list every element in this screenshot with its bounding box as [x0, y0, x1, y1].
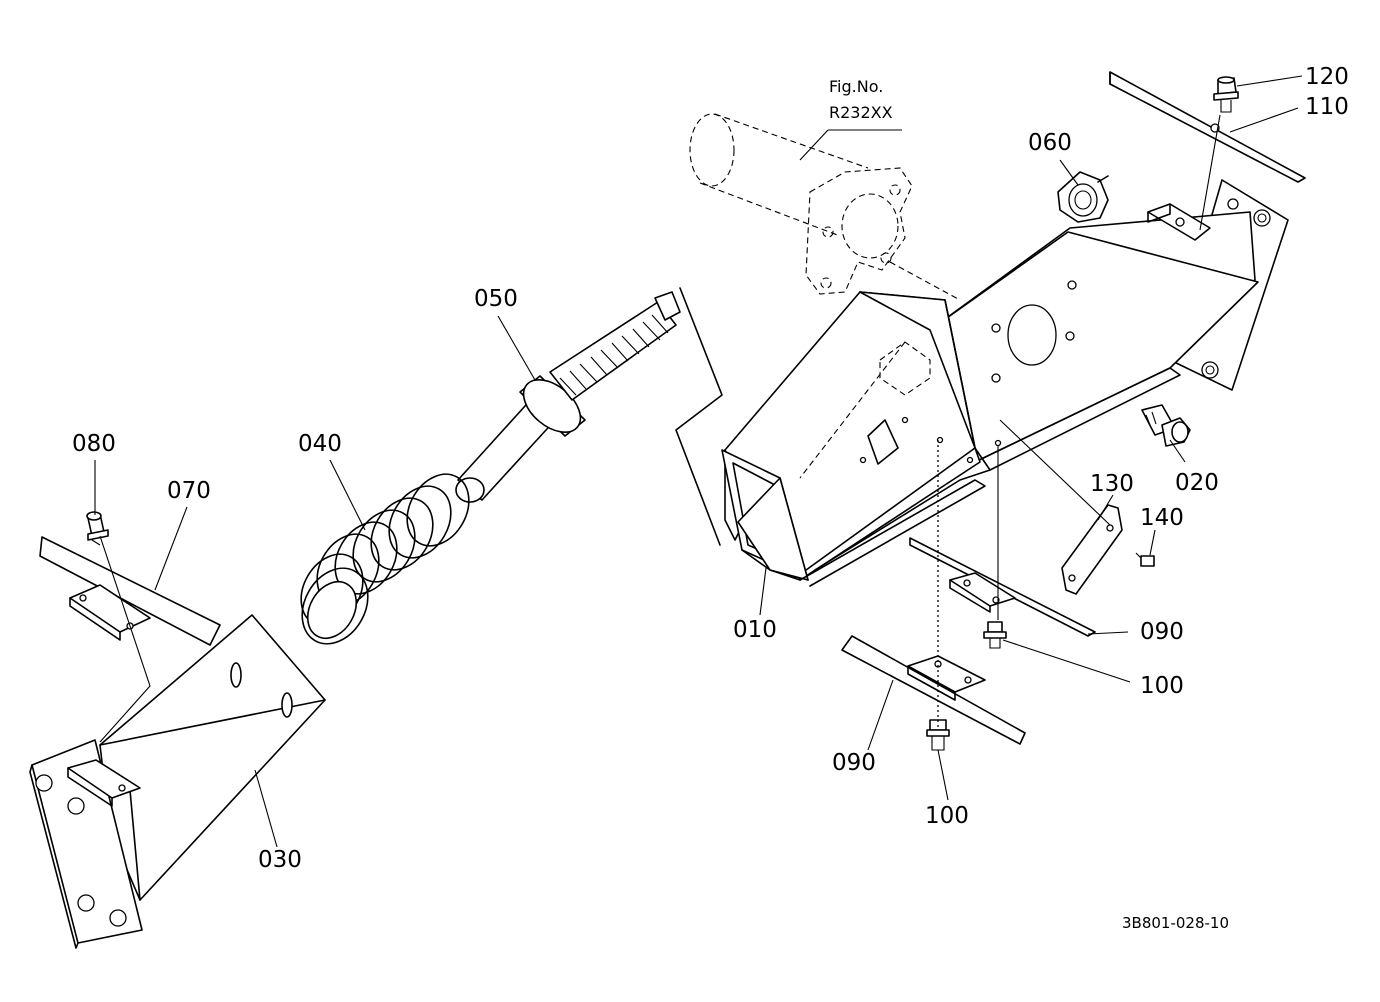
part-060-nut [1057, 171, 1109, 223]
part-050-threaded-rod [455, 287, 723, 546]
callout-080: 080 [72, 431, 116, 457]
part-020-bolt [1141, 404, 1191, 447]
callout-100-lower: 100 [925, 803, 969, 829]
callout-070: 070 [167, 478, 211, 504]
part-140-screw [1135, 552, 1155, 567]
part-030-tension-tube [29, 614, 326, 949]
figure-ref-label: Fig.No. [829, 77, 883, 96]
callout-030: 030 [258, 847, 302, 873]
part-070-plate [39, 536, 221, 646]
callout-090-upper: 090 [1140, 619, 1184, 645]
callout-060: 060 [1028, 130, 1072, 156]
alignment-lines [99, 114, 1221, 743]
part-090-upper-plate [909, 537, 1096, 637]
callout-090-lower: 090 [832, 750, 876, 776]
part-130-cover-plate [1061, 504, 1123, 595]
part-120-bolt [1213, 76, 1239, 113]
callout-010: 010 [733, 617, 777, 643]
callout-020: 020 [1175, 470, 1219, 496]
figure-ref-number: R232XX [829, 103, 893, 122]
part-100-lower-bolt [926, 719, 950, 751]
callout-050: 050 [474, 286, 518, 312]
callout-120: 120 [1305, 64, 1349, 90]
reference-housing-phantom [689, 113, 961, 301]
part-090-lower-plate [841, 635, 1026, 745]
callout-040: 040 [298, 431, 342, 457]
callout-110: 110 [1305, 94, 1349, 120]
part-080-bolt [86, 511, 109, 546]
leader-lines [94, 75, 1303, 848]
drawing-code: 3B801-028-10 [1122, 914, 1229, 932]
part-040-coil-spring [300, 473, 470, 645]
part-100-upper-bolt [983, 621, 1007, 649]
callout-140: 140 [1140, 505, 1184, 531]
part-110-plate [1109, 71, 1306, 183]
callout-100-upper: 100 [1140, 673, 1184, 699]
part-010-frame [721, 179, 1289, 587]
callout-130: 130 [1090, 471, 1134, 497]
